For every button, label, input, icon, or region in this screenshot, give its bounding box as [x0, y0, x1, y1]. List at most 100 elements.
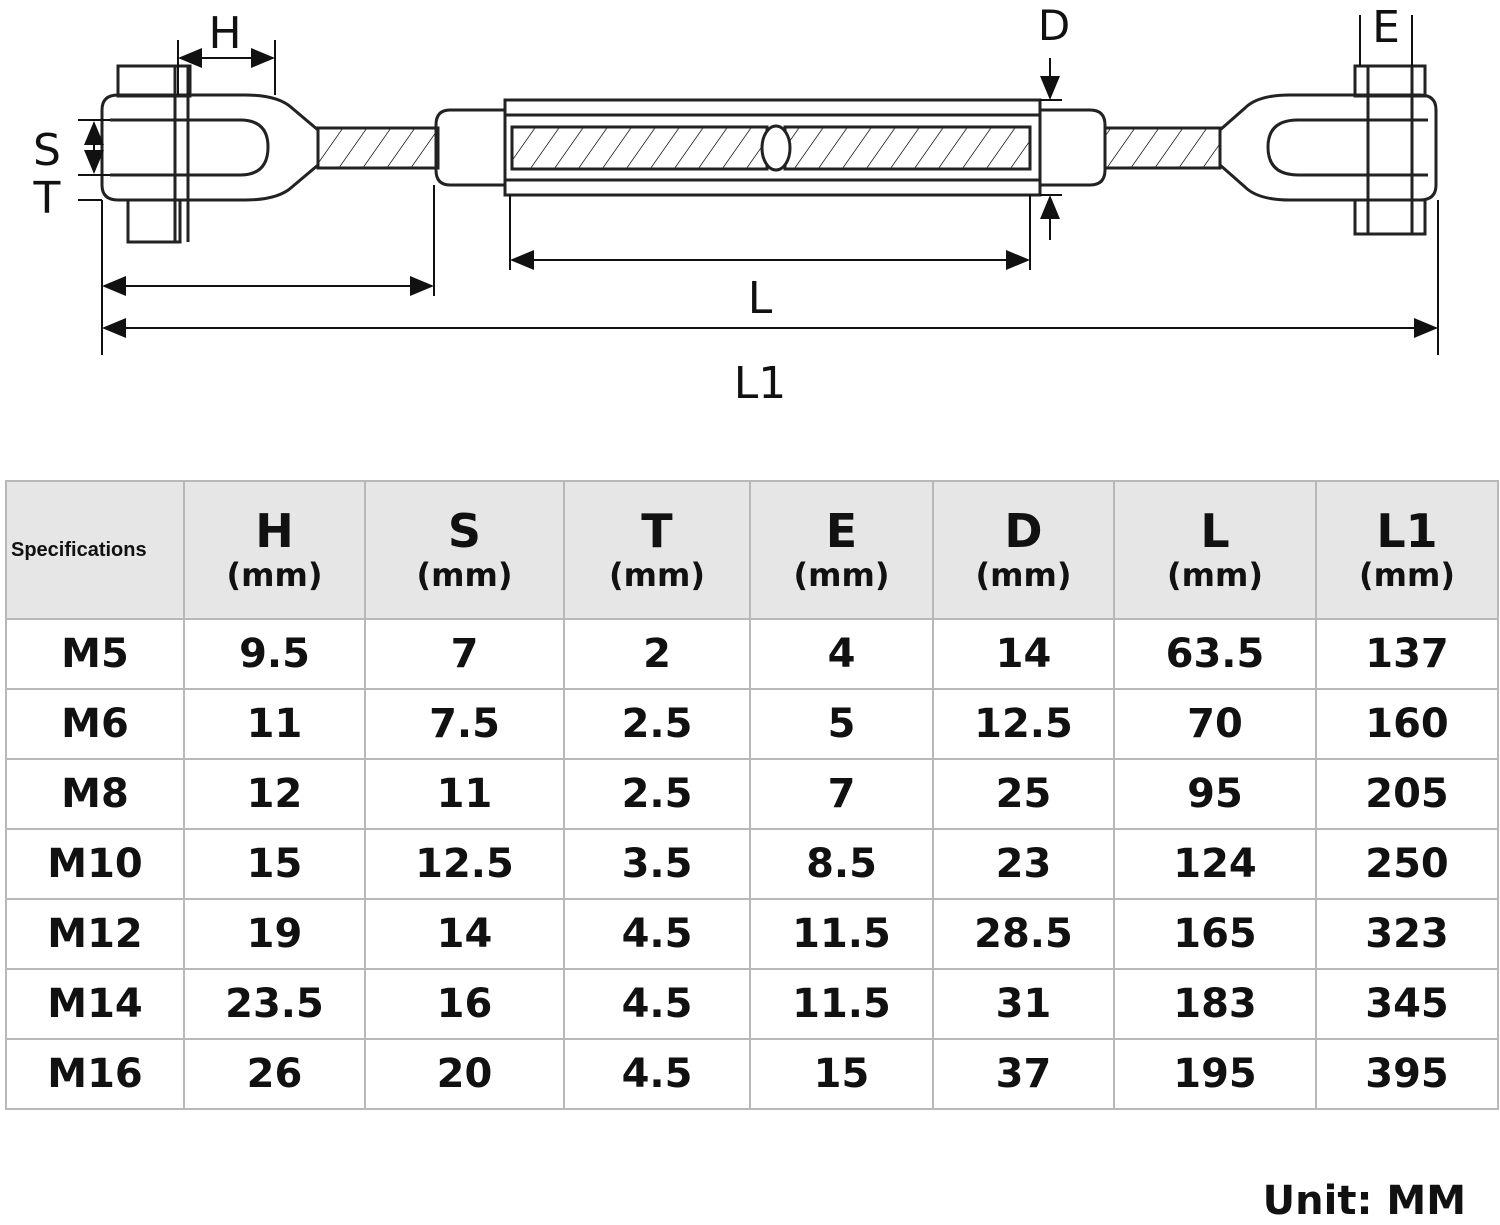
right-rod	[1103, 126, 1222, 170]
label-E: E	[1372, 2, 1400, 53]
column-header-e: E(mm)	[749, 480, 934, 620]
table-cell: 2	[563, 618, 751, 690]
table-cell: 195	[1113, 1038, 1317, 1110]
table-cell: 160	[1315, 688, 1499, 760]
column-header-l: L(mm)	[1113, 480, 1317, 620]
right-jaw	[1218, 93, 1438, 202]
right-body-end	[1038, 108, 1107, 187]
table-cell: 205	[1315, 758, 1499, 830]
label-S: S	[33, 125, 61, 176]
table-cell: 11.5	[749, 898, 934, 970]
table-cell: 26	[183, 1038, 366, 1110]
table-cell: 7	[364, 618, 565, 690]
column-unit: (mm)	[609, 556, 705, 595]
table-cell: 15	[749, 1038, 934, 1110]
table-cell: 2.5	[563, 758, 751, 830]
column-header-l1: L1(mm)	[1315, 480, 1499, 620]
table-cell: 12	[183, 758, 366, 830]
row-spec-cell: M5	[5, 618, 185, 690]
table-cell: 95	[1113, 758, 1317, 830]
row-spec-cell: M16	[5, 1038, 185, 1110]
table-cell: 137	[1315, 618, 1499, 690]
table-cell: 11.5	[749, 968, 934, 1040]
table-cell: 4	[749, 618, 934, 690]
left-nut	[126, 198, 182, 244]
column-header-d: D(mm)	[932, 480, 1115, 620]
table-cell: 250	[1315, 828, 1499, 900]
unit-note: Unit: MM	[1262, 1178, 1466, 1224]
specifications-label: Specifications	[11, 538, 147, 561]
table-cell: 345	[1315, 968, 1499, 1040]
table-cell: 23.5	[183, 968, 366, 1040]
column-unit: (mm)	[975, 556, 1072, 595]
table-header-row: Specifications H(mm)S(mm)T(mm)E(mm)D(mm)…	[5, 480, 1499, 620]
column-unit: (mm)	[226, 556, 323, 595]
table-cell: 12.5	[364, 828, 565, 900]
label-H: H	[208, 8, 241, 59]
table-cell: 12.5	[932, 688, 1115, 760]
body-thread-left	[510, 125, 769, 171]
column-symbol: D	[1004, 503, 1043, 558]
row-spec-cell: M8	[5, 758, 185, 830]
column-symbol: L1	[1376, 503, 1438, 558]
specifications-table: Specifications H(mm)S(mm)T(mm)E(mm)D(mm)…	[5, 480, 1499, 1110]
label-D: D	[1038, 1, 1070, 50]
table-cell: 37	[932, 1038, 1115, 1110]
right-nut	[1353, 198, 1427, 236]
table-cell: 70	[1113, 688, 1317, 760]
left-jaw-slot	[110, 118, 270, 177]
table-cell: 5	[749, 688, 934, 760]
dimension-lines	[78, 15, 1439, 355]
column-unit: (mm)	[1359, 556, 1455, 595]
table-cell: 2.5	[563, 688, 751, 760]
table-cell: 7	[749, 758, 934, 830]
table-cell: 124	[1113, 828, 1317, 900]
table-cell: 11	[364, 758, 565, 830]
table-cell: 3.5	[563, 828, 751, 900]
body-window	[760, 124, 792, 172]
table-cell: 183	[1113, 968, 1317, 1040]
turnbuckle-outline	[100, 64, 1438, 244]
table-cell: 9.5	[183, 618, 366, 690]
column-header-s: S(mm)	[364, 480, 565, 620]
right-bolt-head	[1353, 64, 1427, 98]
left-rod	[316, 126, 440, 170]
table-cell: 23	[932, 828, 1115, 900]
table-cell: 165	[1113, 898, 1317, 970]
right-jaw-slot	[1266, 118, 1428, 177]
table-cell: 15	[183, 828, 366, 900]
table-cell: 31	[932, 968, 1115, 1040]
table-cell: 395	[1315, 1038, 1499, 1110]
table-cell: 4.5	[563, 1038, 751, 1110]
table-cell: 7.5	[364, 688, 565, 760]
column-header-t: T(mm)	[563, 480, 751, 620]
column-symbol: L	[1200, 503, 1230, 558]
table-cell: 63.5	[1113, 618, 1317, 690]
column-symbol: E	[825, 503, 858, 558]
column-symbol: H	[255, 503, 294, 558]
table-cell: 4.5	[563, 898, 751, 970]
table-cell: 20	[364, 1038, 565, 1110]
row-spec-cell: M10	[5, 828, 185, 900]
column-unit: (mm)	[1167, 556, 1263, 595]
column-header-h: H(mm)	[183, 480, 366, 620]
table-cell: 25	[932, 758, 1115, 830]
table-cell: 323	[1315, 898, 1499, 970]
label-L1: L1	[734, 358, 787, 409]
table-cell: 8.5	[749, 828, 934, 900]
turnbuckle-diagram: H S T D E L L1	[33, 1, 1439, 409]
table-cell: 14	[932, 618, 1115, 690]
body-thread-right	[783, 125, 1032, 171]
row-spec-cell: M12	[5, 898, 185, 970]
label-T: T	[33, 173, 61, 224]
column-unit: (mm)	[793, 556, 890, 595]
table-cell: 14	[364, 898, 565, 970]
header-corner: Specifications	[5, 480, 185, 620]
row-spec-cell: M6	[5, 688, 185, 760]
